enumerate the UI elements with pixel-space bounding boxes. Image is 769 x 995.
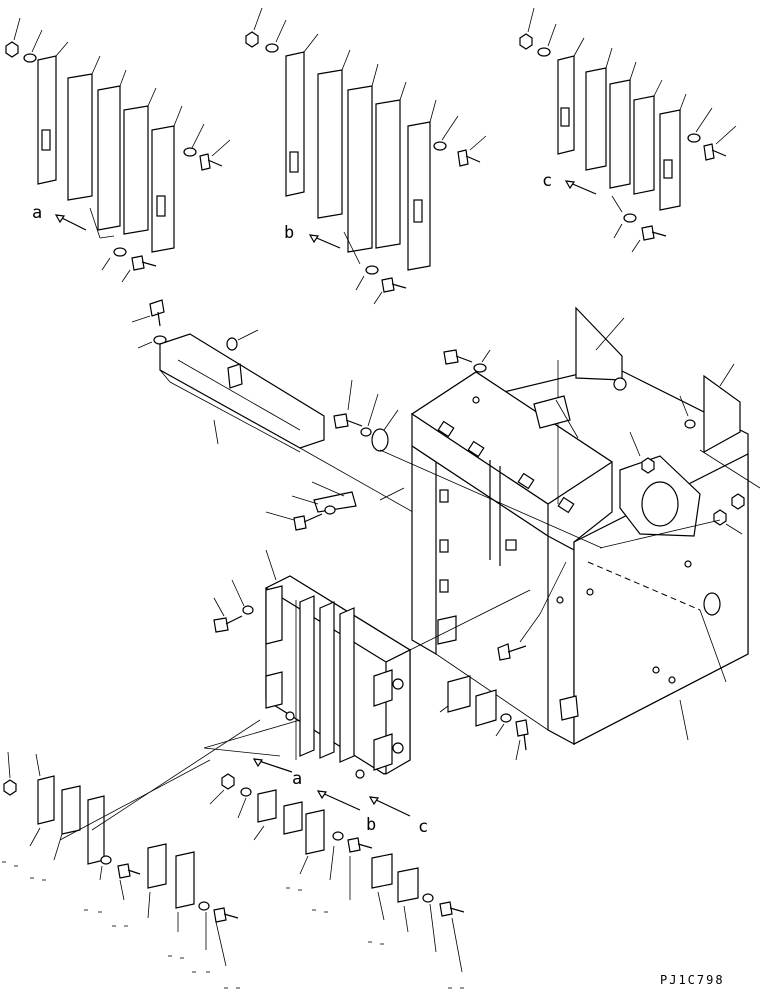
washer-icon (23, 53, 37, 63)
washer-icon (473, 363, 487, 373)
shim-plate-icon (347, 85, 373, 253)
nut-icon (519, 33, 533, 50)
bolt-icon (703, 143, 715, 161)
shim-plate-icon (285, 51, 305, 197)
shim-plate-icon (97, 85, 121, 231)
arrow-icon (319, 791, 361, 811)
drawing-code: PJ1C798 (660, 973, 725, 987)
view-label-a: a (32, 203, 42, 223)
bolt-icon (439, 901, 453, 917)
bolt-icon (131, 255, 145, 271)
washer-icon (265, 43, 279, 53)
view-label-bottom-a: a (292, 769, 302, 789)
washer-icon (198, 901, 210, 911)
washer-icon (113, 247, 127, 257)
washer-icon (242, 605, 254, 615)
bottom-shim-group (2, 719, 465, 989)
bolt-icon (199, 153, 211, 171)
shim-plate-icon (585, 67, 607, 171)
washer-icon (687, 133, 701, 143)
view-label-bottom-b: b (366, 815, 376, 835)
shim-plate-icon (407, 121, 431, 271)
shim-group-a: a (5, 17, 231, 283)
bolt-icon (457, 149, 469, 167)
shim-plate-icon (557, 55, 575, 155)
washer-icon (240, 787, 252, 797)
washer-icon (684, 419, 696, 429)
bolt-icon (381, 277, 395, 293)
shim-plate-icon (37, 55, 57, 185)
nut-icon (221, 773, 235, 790)
center-fasteners (265, 349, 491, 531)
nut-icon (713, 509, 727, 526)
front-shims (439, 643, 529, 761)
nut-icon (5, 41, 19, 58)
arrow-icon (255, 759, 293, 773)
bolt-icon (213, 907, 227, 923)
view-label-c: c (542, 171, 552, 191)
washer-icon (365, 265, 379, 275)
bolt-icon (443, 349, 459, 365)
shim-plate-icon (317, 69, 343, 219)
front-frame: a b c (203, 549, 531, 837)
view-label-b: b (284, 223, 294, 243)
washer-icon (537, 47, 551, 57)
shim-plate-icon (633, 95, 655, 195)
bolt-icon (641, 225, 655, 241)
shim-plate-icon (67, 73, 93, 201)
nut-icon (245, 31, 259, 48)
upper-bracket (131, 299, 421, 517)
side-plates (533, 306, 761, 537)
washer-icon (422, 893, 434, 903)
shim-plate-icon (609, 79, 631, 189)
washer-icon (324, 505, 336, 515)
washer-icon (500, 713, 512, 723)
washer-icon (623, 213, 637, 223)
bolt-icon (515, 719, 529, 737)
bolt-icon (333, 413, 349, 429)
shim-group-c: c (519, 7, 737, 253)
bolt-icon (149, 299, 165, 317)
arrow-icon (371, 797, 411, 817)
leader-lines (379, 449, 721, 549)
shim-plate-icon (123, 105, 149, 235)
shim-plate-icon (151, 125, 175, 253)
nut-icon (731, 493, 745, 510)
washer-icon (183, 147, 197, 157)
dash-marks (2, 861, 464, 989)
bolt-icon (293, 515, 307, 531)
shim-plate-icon (375, 99, 401, 249)
washer-icon (100, 855, 112, 865)
bolt-icon (213, 617, 229, 633)
bolt-icon (497, 643, 511, 661)
nut-icon (3, 779, 17, 796)
bolt-icon (117, 863, 131, 879)
shim-group-b: b (245, 7, 487, 305)
washer-icon (360, 427, 372, 437)
view-label-bottom-c: c (418, 817, 428, 837)
washer-icon (332, 831, 344, 841)
bolt-icon (347, 837, 361, 853)
washer-icon (433, 141, 447, 151)
nut-icon (641, 457, 655, 474)
